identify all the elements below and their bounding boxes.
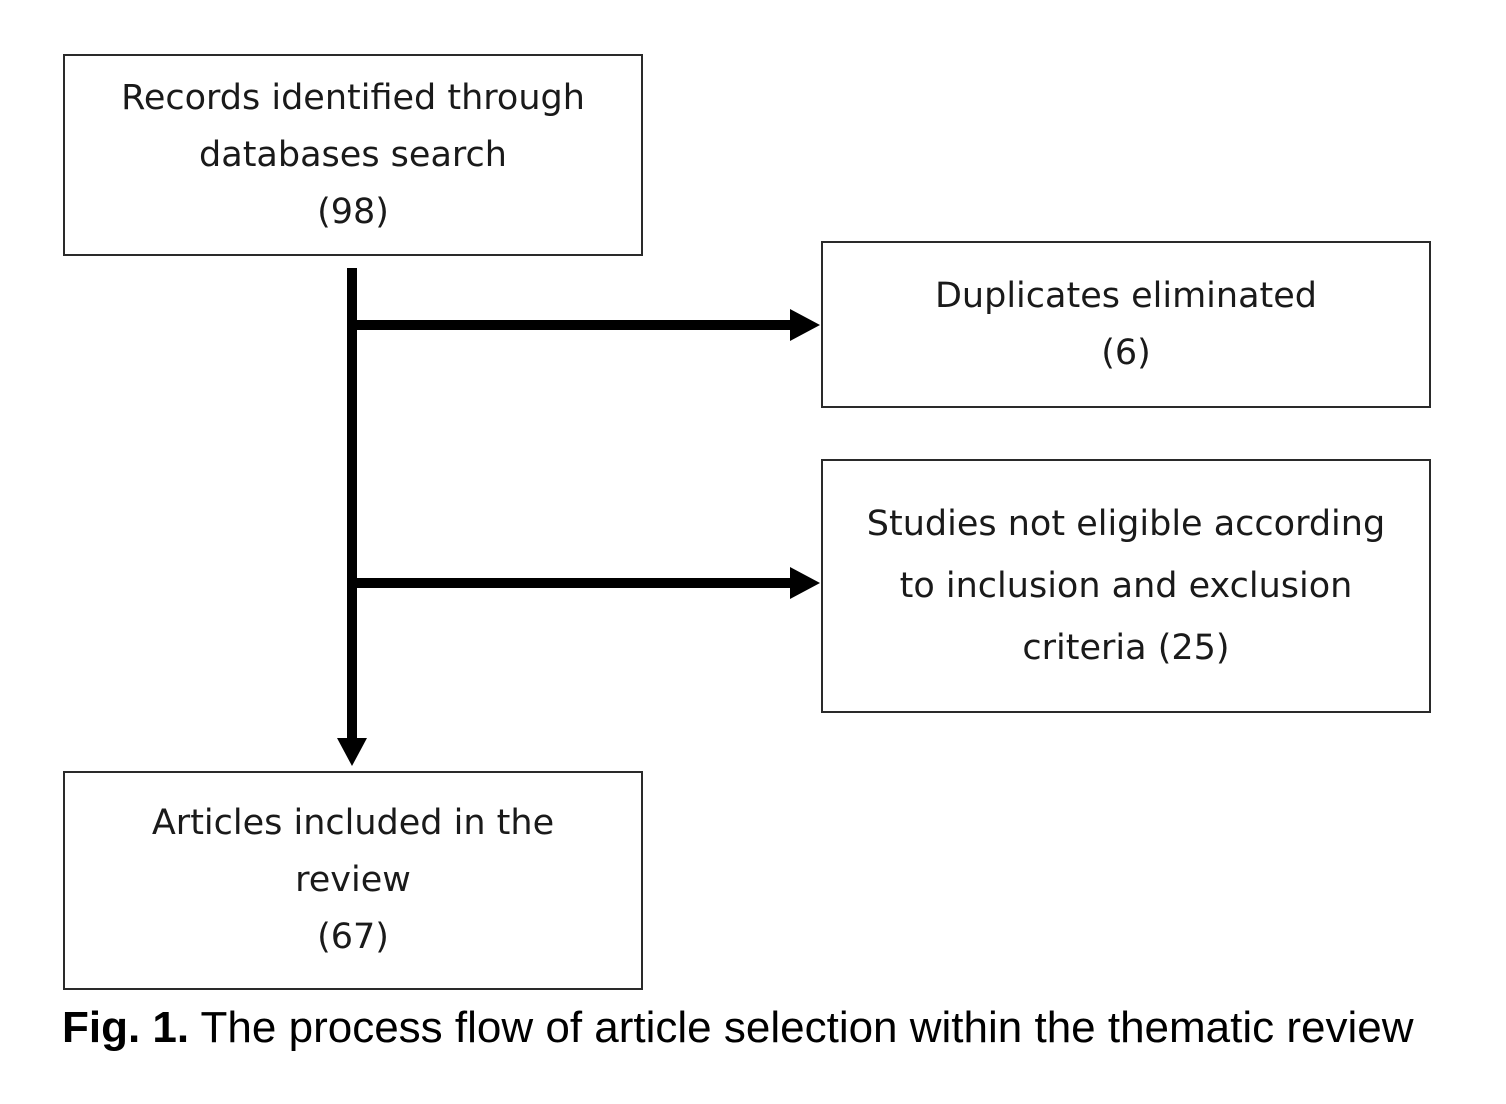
articles-included-label-line1: Articles included in the: [151, 803, 555, 843]
main-vertical-connector: [347, 268, 357, 740]
not-eligible-box: Studies not eligible according to inclus…: [821, 459, 1431, 713]
figure-caption: Fig. 1. The process flow of article sele…: [62, 1000, 1414, 1056]
not-eligible-label-line2: to inclusion and exclusion: [899, 566, 1353, 606]
records-identified-label-line1: Records identified through: [121, 77, 585, 118]
not-eligible-connector: [352, 578, 792, 588]
articles-included-count: (67): [317, 917, 389, 957]
duplicates-eliminated-label: Duplicates eliminated: [934, 275, 1317, 316]
articles-included-label-line2: review: [295, 860, 411, 900]
down-arrowhead: [337, 738, 367, 766]
not-eligible-label-line1: Studies not eligible according: [866, 504, 1386, 544]
figure-caption-label: Fig. 1.: [62, 1003, 190, 1052]
articles-included-box: Articles included in the review (67): [63, 771, 643, 990]
records-identified-label-line2: databases search: [199, 134, 507, 175]
duplicates-connector: [352, 320, 792, 330]
records-identified-count: (98): [317, 191, 389, 232]
duplicates-eliminated-count: (6): [1101, 332, 1151, 373]
duplicates-eliminated-box: Duplicates eliminated (6): [821, 241, 1431, 408]
not-eligible-label-line3: criteria (25): [1022, 628, 1230, 668]
records-identified-box: Records identified through databases sea…: [63, 54, 643, 256]
not-eligible-arrowhead: [790, 567, 820, 599]
duplicates-arrowhead: [790, 309, 820, 341]
figure-caption-text: The process flow of article selection wi…: [189, 1003, 1414, 1052]
